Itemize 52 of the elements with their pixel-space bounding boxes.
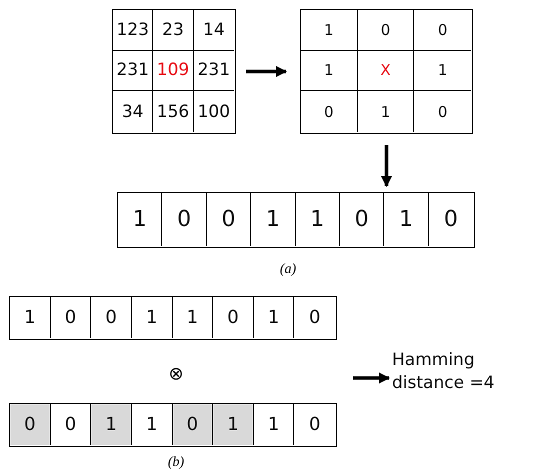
table-cell: 231 xyxy=(194,50,234,92)
table-cell: 1 xyxy=(358,91,414,132)
table-cell: 1 xyxy=(296,193,340,246)
caption-label: (a) xyxy=(280,262,296,278)
table-cell: 0 xyxy=(340,193,384,246)
table-cell: 1 xyxy=(10,297,51,338)
grid-table xyxy=(9,403,337,447)
table-cell: 1 xyxy=(251,193,296,246)
table-cell: 1 xyxy=(254,404,294,445)
grid-table xyxy=(117,192,475,248)
operator-symbol: ⊗ xyxy=(168,364,184,384)
table-cell: 0 xyxy=(294,404,335,445)
table-cell: 1 xyxy=(301,50,358,92)
table-cell: 14 xyxy=(194,10,234,51)
table-cell: 0 xyxy=(172,404,214,445)
table-cell: 0 xyxy=(206,193,252,246)
table-cell: 23 xyxy=(153,10,194,51)
table-cell: 1 xyxy=(172,297,214,338)
table-cell: 34 xyxy=(113,91,154,132)
arrow xyxy=(353,372,390,384)
arrow xyxy=(246,66,288,78)
table-cell: 1 xyxy=(213,404,254,445)
caption-label: (b) xyxy=(168,455,184,471)
table-cell: 0 xyxy=(162,193,207,246)
table-cell: X xyxy=(358,50,414,92)
grid-table xyxy=(300,9,473,134)
table-cell: 1 xyxy=(414,50,471,92)
table-cell: 0 xyxy=(301,91,358,132)
table-cell: 0 xyxy=(50,297,92,338)
result-text: Hamming distance =4 xyxy=(392,349,538,395)
table-cell: 123 xyxy=(113,10,154,51)
table-cell: 0 xyxy=(10,404,51,445)
table-cell: 0 xyxy=(428,193,473,246)
table-cell: 0 xyxy=(294,297,335,338)
table-cell: 1 xyxy=(91,404,132,445)
table-cell: 0 xyxy=(91,297,132,338)
table-cell: 1 xyxy=(254,297,294,338)
table-cell: 1 xyxy=(301,10,358,51)
grid-table xyxy=(112,9,236,134)
table-cell: 0 xyxy=(414,10,471,51)
grid-table xyxy=(9,296,337,340)
table-cell: 1 xyxy=(118,193,162,246)
table-cell: 1 xyxy=(132,297,172,338)
table-cell: 1 xyxy=(384,193,429,246)
table-cell: 156 xyxy=(153,91,194,132)
table-cell: 0 xyxy=(213,297,254,338)
table-cell: 231 xyxy=(113,50,154,92)
table-cell: 0 xyxy=(414,91,471,132)
table-cell: 100 xyxy=(194,91,234,132)
arrow xyxy=(380,145,392,188)
table-cell: 109 xyxy=(153,50,194,92)
table-cell: 0 xyxy=(358,10,414,51)
